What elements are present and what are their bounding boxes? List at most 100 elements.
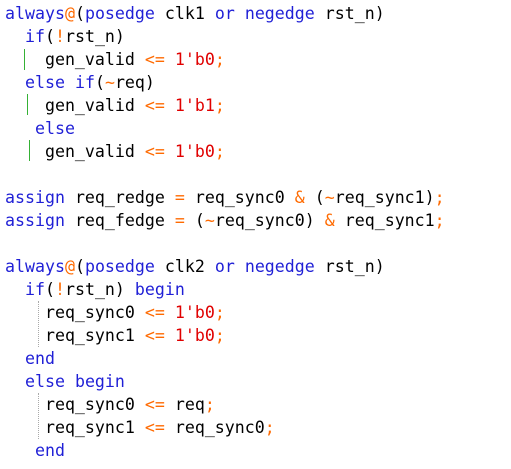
- identifier-token: [5, 119, 35, 138]
- operator-token: <=: [144, 418, 165, 437]
- operator-token: ;: [214, 142, 225, 161]
- identifier-token: [165, 96, 175, 115]
- operator-token: ;: [214, 96, 225, 115]
- identifier-token: [235, 4, 245, 23]
- keyword-token: assign: [5, 188, 65, 207]
- number-token: 1'b0: [174, 50, 215, 69]
- code-line[interactable]: gen_valid <= 1'b0;: [5, 140, 445, 163]
- code-line[interactable]: always@(posedge clk1 or negedge rst_n): [5, 2, 445, 25]
- code-line[interactable]: else if(~req): [5, 71, 445, 94]
- identifier-token: req_sync1: [5, 418, 145, 437]
- identifier-token: [65, 73, 75, 92]
- operator-token: ;: [214, 303, 225, 322]
- operator-token: =: [174, 188, 185, 207]
- number-token: 1'b0: [174, 142, 215, 161]
- operator-token: !: [54, 27, 65, 46]
- code-line[interactable]: else begin: [5, 370, 445, 393]
- indent-guide-if-block: [38, 301, 39, 347]
- operator-token: <=: [144, 142, 165, 161]
- keyword-token: end: [24, 349, 55, 368]
- operator-token: @: [64, 4, 75, 23]
- identifier-token: rst_n): [314, 4, 385, 23]
- keyword-token: negedge: [244, 4, 315, 23]
- identifier-token: clk1: [154, 4, 215, 23]
- number-token: 1'b0: [174, 303, 215, 322]
- code-line[interactable]: end: [5, 347, 445, 370]
- identifier-token: [165, 50, 175, 69]
- code-line[interactable]: [5, 163, 445, 186]
- operator-token: ;: [214, 326, 225, 345]
- code-line[interactable]: if(!rst_n): [5, 25, 445, 48]
- identifier-token: [5, 349, 25, 368]
- identifier-token: (: [74, 257, 85, 276]
- identifier-token: rst_n): [314, 257, 385, 276]
- keyword-token: if: [24, 280, 45, 299]
- identifier-token: (: [74, 4, 85, 23]
- code-line[interactable]: req_sync1 <= 1'b0;: [5, 324, 445, 347]
- code-line[interactable]: gen_valid <= 1'b1;: [5, 94, 445, 117]
- operator-token: <=: [144, 50, 165, 69]
- identifier-token: [165, 303, 175, 322]
- identifier-token: gen_valid: [5, 142, 145, 161]
- identifier-token: gen_valid: [5, 50, 145, 69]
- code-line[interactable]: gen_valid <= 1'b0;: [5, 48, 445, 71]
- keyword-token: end: [34, 441, 65, 460]
- code-line[interactable]: always@(posedge clk2 or negedge rst_n): [5, 255, 445, 278]
- operator-token: <=: [144, 326, 165, 345]
- keyword-token: assign: [5, 211, 65, 230]
- identifier-token: [235, 257, 245, 276]
- change-bar-3: [29, 140, 30, 161]
- identifier-token: rst_n): [64, 27, 125, 46]
- operator-token: &: [294, 188, 305, 207]
- code-line[interactable]: assign req_fedge = (~req_sync0) & req_sy…: [5, 209, 445, 232]
- keyword-token: negedge: [244, 257, 315, 276]
- identifier-token: req_redge: [64, 188, 175, 207]
- identifier-token: (: [44, 27, 55, 46]
- code-line[interactable]: else: [5, 117, 445, 140]
- identifier-token: req_sync0: [5, 395, 145, 414]
- keyword-token: always: [5, 4, 65, 23]
- operator-token: <=: [144, 395, 165, 414]
- code-line[interactable]: req_sync0 <= 1'b0;: [5, 301, 445, 324]
- identifier-token: [5, 280, 25, 299]
- code-line[interactable]: assign req_redge = req_sync0 & (~req_syn…: [5, 186, 445, 209]
- identifier-token: [5, 372, 25, 391]
- code-line[interactable]: end: [5, 439, 445, 462]
- keyword-token: begin: [74, 372, 125, 391]
- operator-token: !: [54, 280, 65, 299]
- identifier-token: (: [94, 73, 105, 92]
- keyword-token: always: [5, 257, 65, 276]
- identifier-token: [5, 27, 25, 46]
- code-line[interactable]: req_sync0 <= req;: [5, 393, 445, 416]
- keyword-token: else: [34, 119, 75, 138]
- operator-token: ~: [324, 188, 335, 207]
- identifier-token: (: [44, 280, 55, 299]
- keyword-token: or: [214, 4, 235, 23]
- identifier-token: req_sync0: [164, 418, 265, 437]
- identifier-token: [165, 142, 175, 161]
- identifier-token: (: [304, 188, 325, 207]
- identifier-token: rst_n): [64, 280, 135, 299]
- identifier-token: req_sync1: [334, 211, 435, 230]
- keyword-token: or: [214, 257, 235, 276]
- change-bar-2: [27, 94, 28, 115]
- keyword-token: begin: [134, 280, 185, 299]
- identifier-token: req_sync1: [5, 326, 145, 345]
- identifier-token: req_sync0: [184, 188, 295, 207]
- operator-token: ;: [204, 395, 215, 414]
- identifier-token: req_fedge: [64, 211, 175, 230]
- keyword-token: posedge: [84, 4, 155, 23]
- operator-token: <=: [144, 303, 165, 322]
- code-line[interactable]: if(!rst_n) begin: [5, 278, 445, 301]
- indent-guide-else-block: [38, 393, 39, 439]
- code-line[interactable]: [5, 232, 445, 255]
- operator-token: ~: [104, 73, 115, 92]
- code-line[interactable]: req_sync1 <= req_sync0;: [5, 416, 445, 439]
- identifier-token: req): [114, 73, 155, 92]
- keyword-token: else: [24, 73, 65, 92]
- number-token: 1'b1: [174, 96, 215, 115]
- operator-token: ;: [434, 188, 445, 207]
- operator-token: @: [64, 257, 75, 276]
- identifier-token: (: [184, 211, 205, 230]
